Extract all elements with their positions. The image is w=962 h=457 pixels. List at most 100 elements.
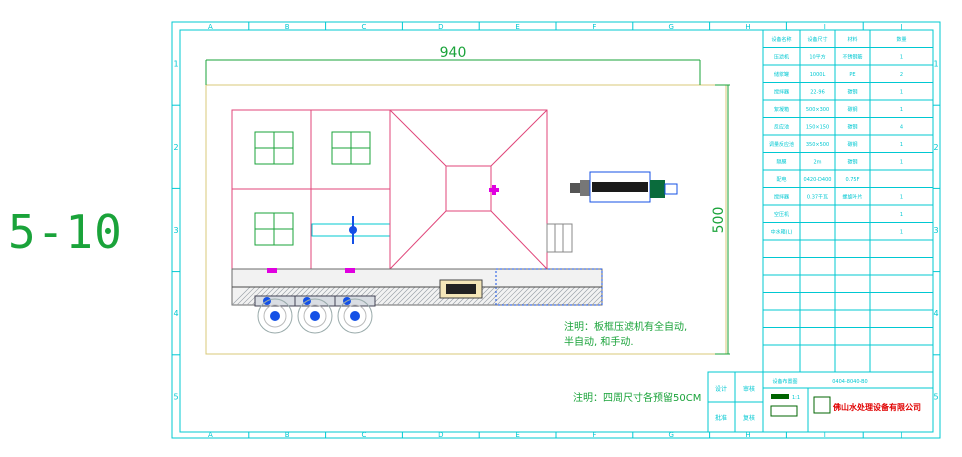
- title-review-label: 复核: [743, 414, 755, 422]
- table-cell: 碳钢: [847, 89, 857, 96]
- magenta-fittings: [267, 268, 355, 273]
- table-cell: 隔膜: [776, 159, 786, 166]
- note1-line2: 半自动, 和手动.: [564, 335, 634, 348]
- fitting-icon: [267, 268, 277, 273]
- dimension-height-label: 500: [711, 207, 727, 234]
- border-col-label: J: [900, 23, 903, 31]
- border-col-label: I: [824, 431, 826, 439]
- table-cell: 中水箱(L): [771, 229, 793, 236]
- border-col-label: E: [515, 23, 519, 31]
- table-cell: 1: [900, 90, 903, 96]
- table-cell: 调量反应池: [769, 141, 794, 148]
- border-col-label: H: [745, 431, 750, 439]
- cone-hopper: [389, 109, 548, 270]
- border-row-label: 3: [933, 226, 938, 235]
- table-cell: 500×300: [806, 107, 829, 113]
- border-col-label: G: [668, 431, 673, 439]
- title-check-label: 审核: [743, 385, 755, 393]
- table-cell: 储浆罐: [774, 71, 789, 78]
- table-cell: 压滤机: [774, 54, 789, 61]
- table-cell: 0.37千瓦: [807, 194, 828, 201]
- table-cell: 0420-D400: [804, 177, 832, 183]
- border-col-label: J: [900, 431, 903, 439]
- table-cell: 螺旋叶片: [842, 194, 862, 201]
- table-cell: 1: [900, 142, 903, 148]
- tank-symbol: [331, 131, 371, 165]
- height-dimension: [715, 84, 730, 355]
- border-row-label: 4: [173, 309, 178, 318]
- table-cell: 2m: [813, 160, 821, 166]
- tank-symbol: [254, 212, 294, 246]
- table-header-cell: 数量: [896, 36, 906, 43]
- border-col-label: H: [745, 23, 750, 31]
- table-cell: 碳钢: [847, 141, 857, 148]
- table-cell: 4: [900, 125, 903, 131]
- table-header-cell: 材料: [847, 36, 857, 43]
- table-cell: 搅拌器: [774, 194, 789, 201]
- table-cell: 空压机: [774, 211, 789, 218]
- table-cell: 1: [900, 230, 903, 236]
- table-cell: 配电: [776, 176, 786, 183]
- note2: 注明：四周尺寸各预留50CM: [573, 391, 701, 404]
- table-header-cell: 设备名称: [771, 36, 791, 43]
- table-cell: 不锈钢筋: [842, 54, 862, 61]
- border-row-label: 3: [173, 226, 178, 235]
- table-cell: 搅拌器: [774, 89, 789, 96]
- table-cell: 350×500: [806, 142, 829, 148]
- table-header-cell: 设备尺寸: [807, 36, 827, 43]
- table-cell: 22-96: [810, 90, 825, 96]
- border-col-label: A: [208, 431, 213, 439]
- table-cell: 0.75F: [845, 177, 859, 183]
- table-cell: 碳钢: [847, 106, 857, 113]
- table-cell: PE: [849, 72, 855, 78]
- pump-wheel: [297, 298, 333, 334]
- logo-seal-icon: [770, 405, 798, 417]
- page-number-label: 5-10: [8, 205, 123, 259]
- drawing-frame: [171, 21, 941, 439]
- border-col-label: F: [592, 23, 596, 31]
- border-col-label: C: [362, 431, 367, 439]
- title-drawing-label: 设备布置图: [772, 378, 797, 385]
- border-col-label: D: [438, 431, 443, 439]
- border-col-label: B: [285, 23, 290, 31]
- table-cell: 150×150: [806, 125, 829, 131]
- border-row-label: 5: [933, 392, 938, 401]
- pump-icon: [570, 183, 580, 193]
- table-cell: 碳钢: [847, 124, 857, 131]
- fitting-icon: [345, 268, 355, 273]
- table-cell: 1: [900, 195, 903, 201]
- table-cell: 1: [900, 212, 903, 218]
- stand-ladder: [546, 223, 573, 253]
- pump-wheel: [337, 298, 373, 334]
- border-col-label: A: [208, 23, 213, 31]
- border-col-label: D: [438, 23, 443, 31]
- logo-bar-icon: [771, 394, 789, 399]
- outer-border: [171, 21, 941, 439]
- title-scale: 1:1: [792, 395, 800, 401]
- border-row-label: 5: [173, 392, 178, 401]
- table-cell: 1: [900, 107, 903, 113]
- company-name: 佛山水处理设备有限公司: [832, 402, 921, 412]
- pump-wheel: [257, 298, 293, 334]
- filter-press-unit: [570, 171, 678, 203]
- company-logo-icon: [813, 396, 831, 414]
- border-row-label: 2: [173, 143, 178, 152]
- table-cell: 反应池: [774, 124, 789, 131]
- table-cell: 1: [900, 55, 903, 61]
- width-dimension: [205, 59, 701, 85]
- control-valve-block: [439, 279, 483, 299]
- hopper-valve-icon: [489, 185, 499, 195]
- border-row-label: 1: [933, 60, 938, 69]
- site-boundary: [205, 84, 727, 355]
- agitator-assembly: [311, 216, 391, 244]
- title-approve-label: 批准: [715, 414, 727, 422]
- border-row-label: 4: [933, 309, 938, 318]
- note1-line1: 注明：板框压滤机有全自动,: [564, 320, 687, 333]
- border-row-label: 1: [173, 60, 178, 69]
- table-cell: 1: [900, 160, 903, 166]
- tank-symbol: [254, 131, 294, 165]
- table-cell: 10平方: [809, 54, 825, 61]
